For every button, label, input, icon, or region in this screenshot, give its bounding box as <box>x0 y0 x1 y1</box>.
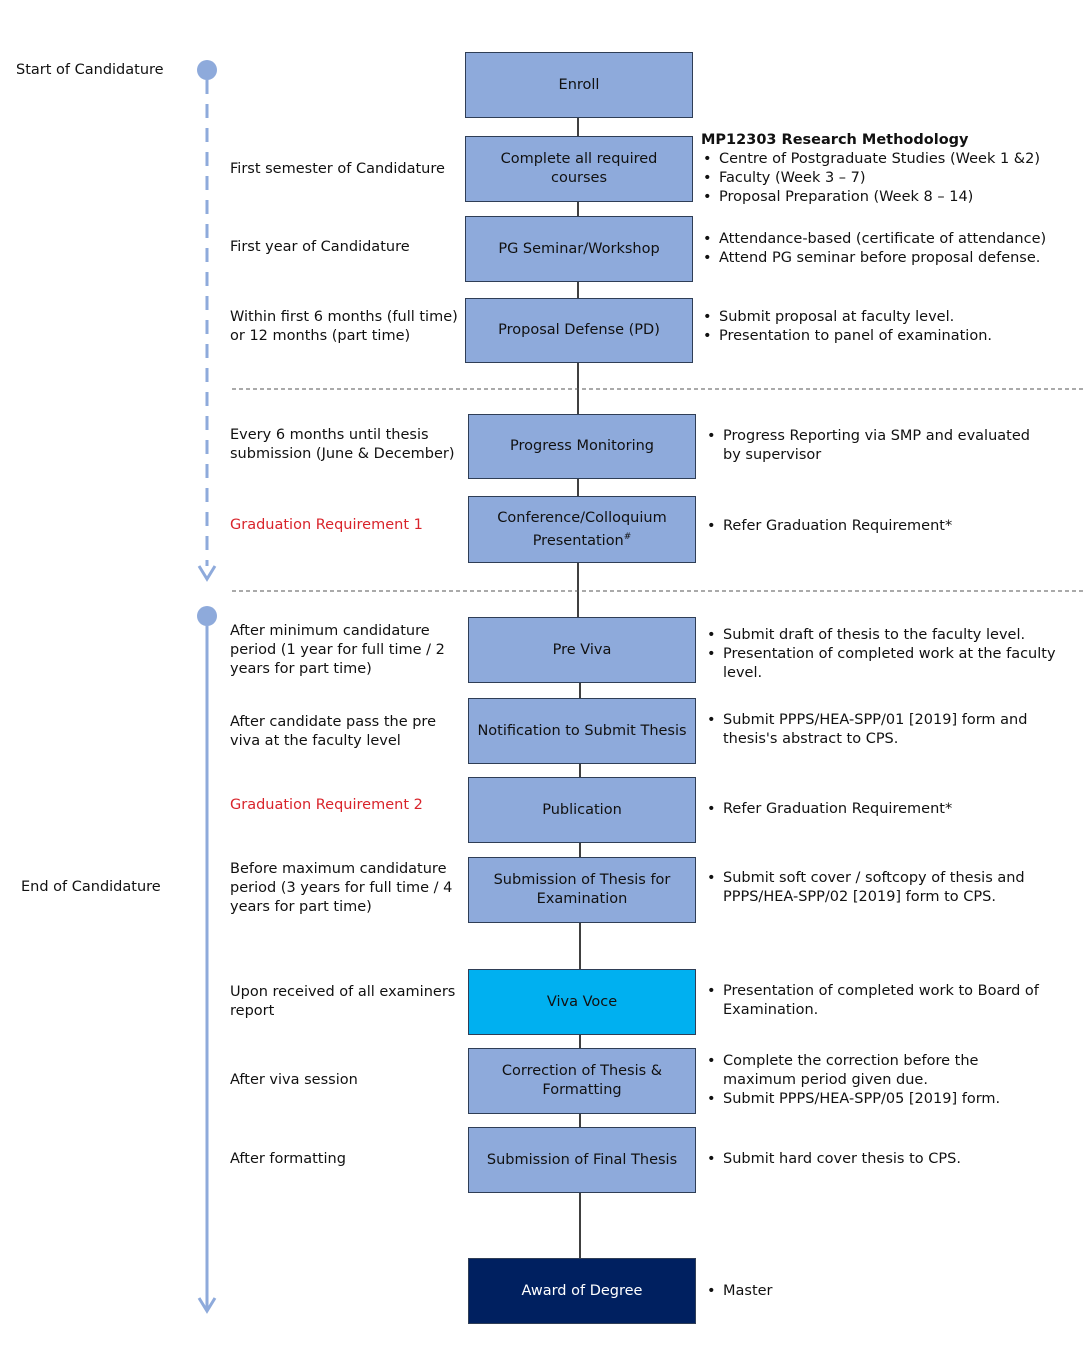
step-label: Enroll <box>558 76 600 93</box>
note-item: Master <box>705 1282 905 1301</box>
step-proposal-defense: Proposal Defense (PD) <box>465 298 693 363</box>
end-of-candidature-label: End of Candidature <box>21 879 161 895</box>
step-label: Submission of Thesis for Examination <box>493 872 671 907</box>
phase-after-formatting: After formatting <box>230 1151 346 1167</box>
footnote-mark: # <box>623 531 632 542</box>
step-complete-courses: Complete all required courses <box>465 136 693 202</box>
note-viva-voce: Presentation of completed work to Board … <box>705 982 1045 1020</box>
note-item: Presentation of completed work to Board … <box>705 982 1045 1020</box>
note-award: Master <box>705 1282 905 1301</box>
note-item: Attendance-based (certificate of attenda… <box>701 230 1086 249</box>
note-item: Submit proposal at faculty level. <box>701 308 1086 327</box>
step-label: Award of Degree <box>521 1282 643 1299</box>
phase-after-viva: After viva session <box>230 1072 358 1088</box>
note-pg-seminar: Attendance-based (certificate of attenda… <box>701 230 1086 268</box>
phase-upon-examiners-report: Upon received of all examiners report <box>230 984 456 1019</box>
step-label: Publication <box>542 801 622 818</box>
step-submission-final-thesis: Submission of Final Thesis <box>468 1127 696 1193</box>
step-label: PG Seminar/Workshop <box>498 240 660 257</box>
note-proposal-defense: Submit proposal at faculty level. Presen… <box>701 308 1086 346</box>
note-item: Attend PG seminar before proposal defens… <box>701 249 1086 268</box>
note-item: Submit PPPS/HEA-SPP/01 [2019] form and t… <box>705 711 1045 749</box>
note-item: Progress Reporting via SMP and evaluated… <box>705 427 1040 465</box>
note-item: Presentation to panel of examination. <box>701 327 1086 346</box>
step-award-of-degree: Award of Degree <box>468 1258 696 1324</box>
step-label: Viva Voce <box>546 993 618 1010</box>
phase-before-maximum-candidature: Before maximum candidature period (3 yea… <box>230 861 453 915</box>
graduation-requirement-2: Graduation Requirement 2 <box>230 797 423 813</box>
note-item: Centre of Postgraduate Studies (Week 1 &… <box>701 150 1086 169</box>
step-label: Proposal Defense (PD) <box>498 322 660 338</box>
step-label: Complete all required courses <box>500 151 658 186</box>
note-submission-examination: Submit soft cover / softcopy of thesis a… <box>705 869 1045 907</box>
note-item: Refer Graduation Requirement* <box>705 517 1075 536</box>
step-pre-viva: Pre Viva <box>468 617 696 683</box>
phase-after-pre-viva: After candidate pass the pre viva at the… <box>230 714 436 749</box>
step-label: Submission of Final Thesis <box>486 1151 678 1168</box>
note-item: Submit draft of thesis to the faculty le… <box>705 626 1075 645</box>
step-progress-monitoring: Progress Monitoring <box>468 414 696 479</box>
note-item: Submit hard cover thesis to CPS. <box>705 1150 1075 1169</box>
step-label: Notification to Submit Thesis <box>477 722 687 739</box>
step-label: Correction of Thesis & Formatting <box>501 1063 663 1098</box>
note-research-methodology: MP12303 Research Methodology Centre of P… <box>701 131 1086 207</box>
step-notification-submit-thesis: Notification to Submit Thesis <box>468 698 696 764</box>
step-label: Conference/Colloquium Presentation# <box>497 509 667 549</box>
phase-after-minimum-candidature: After minimum candidature period (1 year… <box>230 623 445 677</box>
note-correction: Complete the correction before the maxim… <box>705 1052 1045 1109</box>
step-enroll: Enroll <box>465 52 693 118</box>
note-item: Refer Graduation Requirement* <box>705 800 1075 819</box>
note-publication: Refer Graduation Requirement* <box>705 800 1075 819</box>
step-conference-colloquium: Conference/Colloquium Presentation# <box>468 496 696 563</box>
note-item: Submit PPPS/HEA-SPP/05 [2019] form. <box>705 1090 1045 1109</box>
note-notification: Submit PPPS/HEA-SPP/01 [2019] form and t… <box>705 711 1045 749</box>
note-item: Presentation of completed work at the fa… <box>705 645 1075 683</box>
step-label: Progress Monitoring <box>509 438 655 454</box>
note-item: Complete the correction before the maxim… <box>705 1052 1045 1090</box>
note-final-thesis: Submit hard cover thesis to CPS. <box>705 1150 1075 1169</box>
note-title: MP12303 Research Methodology <box>701 132 969 148</box>
phase-first-6-months: Within first 6 months (full time) or 12 … <box>230 309 458 344</box>
start-of-candidature-label: Start of Candidature <box>16 62 164 78</box>
note-progress-monitoring: Progress Reporting via SMP and evaluated… <box>705 427 1040 465</box>
step-correction-formatting: Correction of Thesis & Formatting <box>468 1048 696 1114</box>
note-item: Proposal Preparation (Week 8 – 14) <box>701 188 1086 207</box>
phase-first-semester: First semester of Candidature <box>230 161 445 177</box>
note-pre-viva: Submit draft of thesis to the faculty le… <box>705 626 1075 683</box>
step-submission-thesis-examination: Submission of Thesis for Examination <box>468 857 696 923</box>
step-viva-voce: Viva Voce <box>468 969 696 1035</box>
step-publication: Publication <box>468 777 696 843</box>
note-conference: Refer Graduation Requirement* <box>705 517 1075 536</box>
graduation-requirement-1: Graduation Requirement 1 <box>230 517 423 533</box>
note-item: Submit soft cover / softcopy of thesis a… <box>705 869 1045 907</box>
phase-every-6-months: Every 6 months until thesis submission (… <box>230 427 455 462</box>
note-item: Faculty (Week 3 – 7) <box>701 169 1086 188</box>
step-label: Pre Viva <box>552 641 612 658</box>
phase-first-year: First year of Candidature <box>230 239 410 255</box>
step-pg-seminar: PG Seminar/Workshop <box>465 216 693 282</box>
